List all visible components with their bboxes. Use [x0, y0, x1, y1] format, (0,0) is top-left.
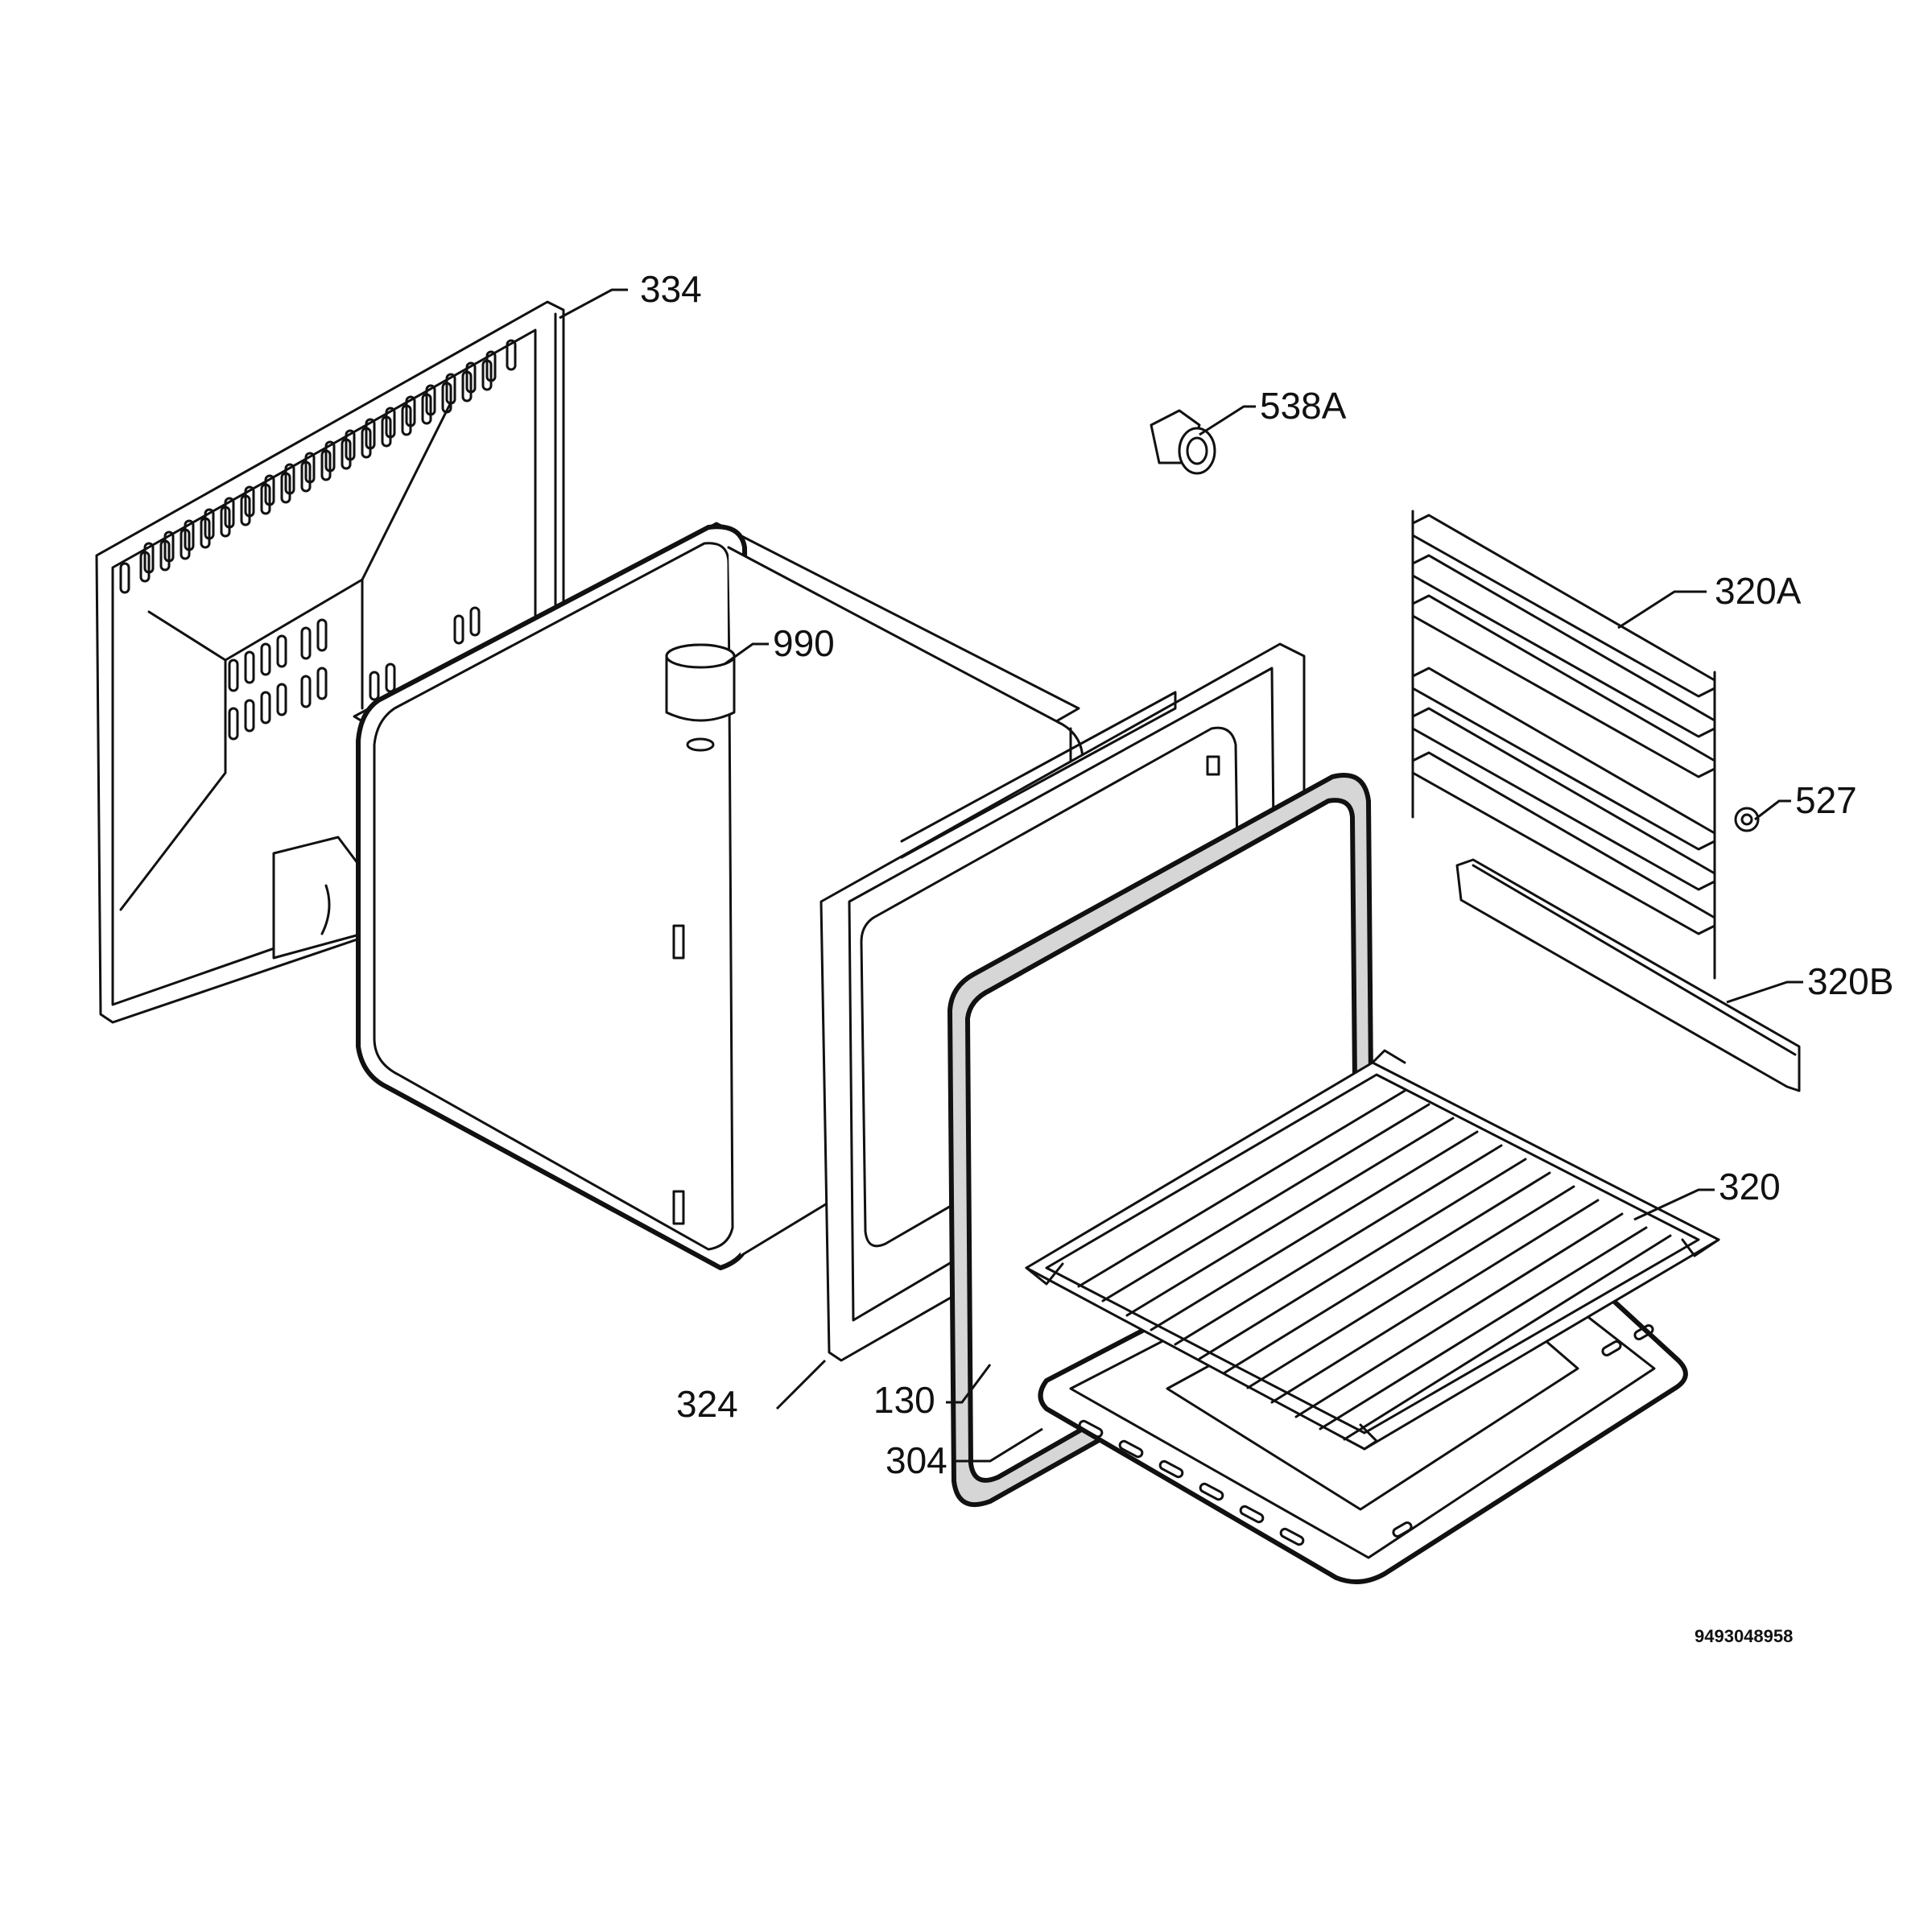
- side-rack-320a: [1411, 510, 1716, 980]
- leader-lines: [559, 288, 1803, 1463]
- callout-320b: 320B: [1807, 960, 1893, 1002]
- callout-320: 320: [1719, 1166, 1781, 1208]
- rack-rails: [1411, 514, 1716, 935]
- tray-slots: [1078, 1324, 1654, 1546]
- callout-538a: 538A: [1260, 385, 1347, 427]
- callout-labels: 334 538A 320A 990 527 320B 320 324 130 3…: [640, 268, 1893, 1481]
- shelf-wires: [1077, 1089, 1672, 1441]
- vent-slots: [119, 339, 517, 741]
- callout-324: 324: [676, 1383, 738, 1425]
- callout-304: 304: [886, 1439, 947, 1481]
- wire-shelf-320: [1025, 1049, 1720, 1451]
- fan-housing-990: [665, 643, 736, 752]
- lamp-holder-538a: [1150, 409, 1216, 475]
- rail-320b: [1455, 858, 1801, 1092]
- callout-320a: 320A: [1715, 570, 1802, 612]
- callout-990: 990: [773, 622, 835, 664]
- callout-130: 130: [873, 1379, 935, 1421]
- callout-334: 334: [640, 268, 702, 310]
- reference-number: 9493048958: [1695, 1626, 1793, 1646]
- callout-527: 527: [1795, 779, 1857, 821]
- nut-527: [1734, 807, 1760, 832]
